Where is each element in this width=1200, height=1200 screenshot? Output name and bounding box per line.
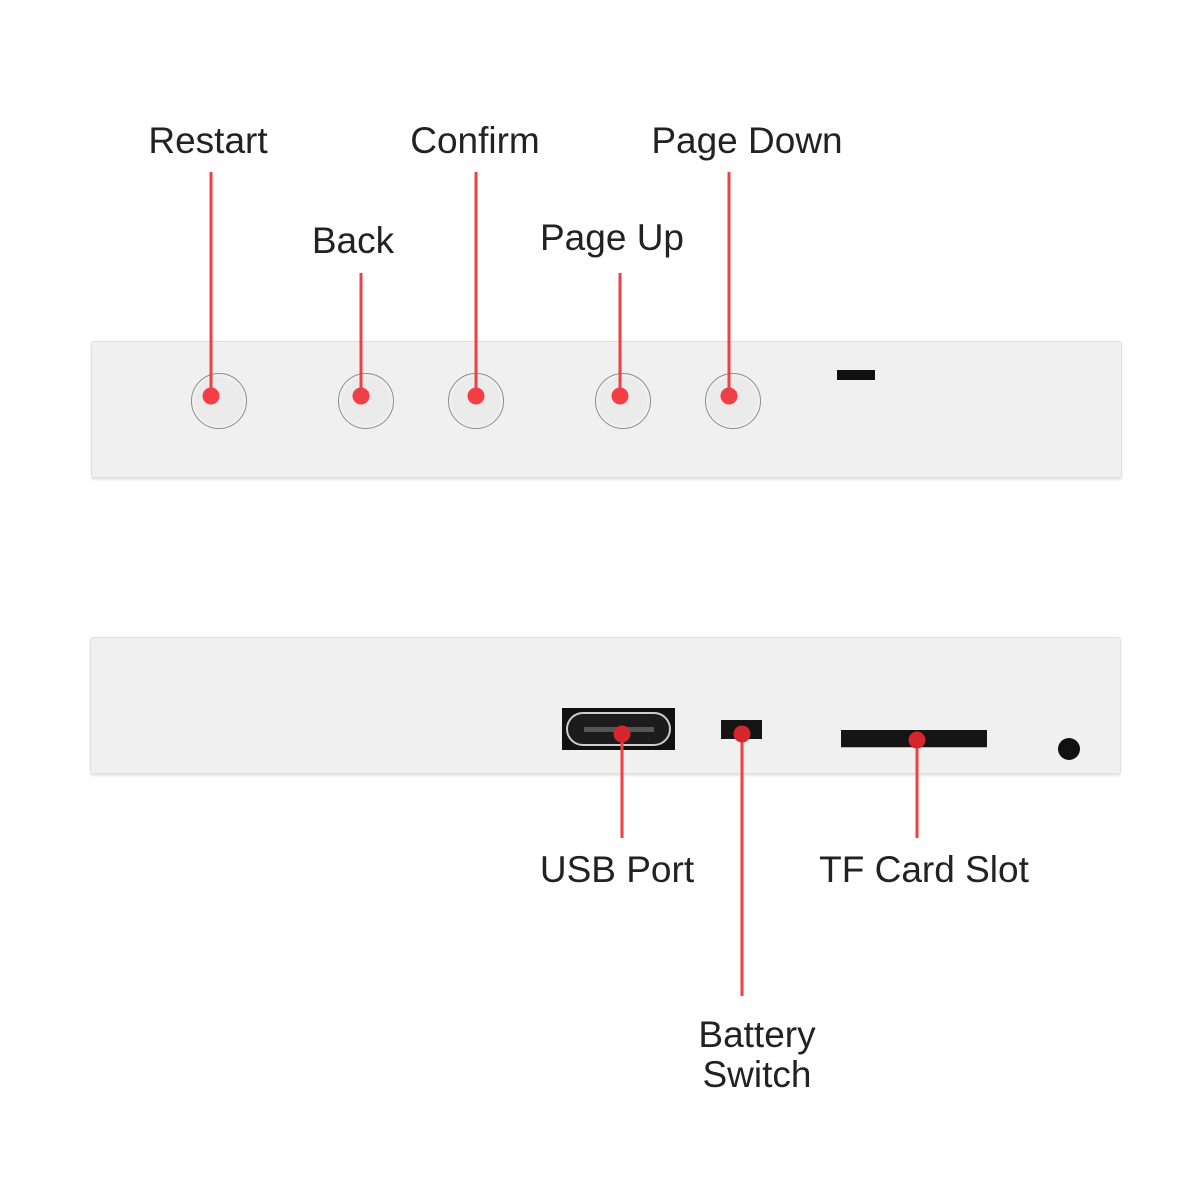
back-callout-dot	[352, 387, 370, 405]
indicator-slot	[837, 370, 875, 380]
battery-switch-callout-line	[740, 734, 744, 996]
restart-label: Restart	[148, 120, 268, 161]
tf-card-callout-line	[915, 740, 919, 838]
page-up-callout-line	[618, 273, 622, 396]
confirm-label: Confirm	[410, 120, 540, 161]
page-down-label: Page Down	[651, 120, 843, 161]
back-label: Back	[311, 220, 395, 261]
battery-switch-callout-dot	[733, 725, 751, 743]
confirm-callout-line	[474, 172, 478, 396]
restart-callout-line	[209, 172, 213, 396]
tf-card-slot-label: TF Card Slot	[819, 849, 1029, 890]
restart-button[interactable]	[191, 373, 247, 429]
page-down-callout-line	[727, 172, 731, 396]
usb-port-label: USB Port	[539, 849, 695, 890]
restart-callout-dot	[202, 387, 220, 405]
page-up-callout-dot	[611, 387, 629, 405]
usb-callout-dot	[613, 725, 631, 743]
page-down-callout-dot	[720, 387, 738, 405]
page-up-label: Page Up	[540, 217, 684, 258]
back-callout-line	[359, 273, 363, 396]
battery-switch-label: Battery Switch	[698, 1015, 815, 1095]
tf-card-callout-dot	[908, 731, 926, 749]
usb-callout-line	[620, 734, 624, 838]
confirm-callout-dot	[467, 387, 485, 405]
battery-switch-label-line2: Switch	[702, 1054, 812, 1095]
battery-switch-label-line1: Battery	[698, 1014, 816, 1055]
microphone-hole	[1058, 738, 1080, 760]
device-bottom-edge	[90, 637, 1121, 774]
